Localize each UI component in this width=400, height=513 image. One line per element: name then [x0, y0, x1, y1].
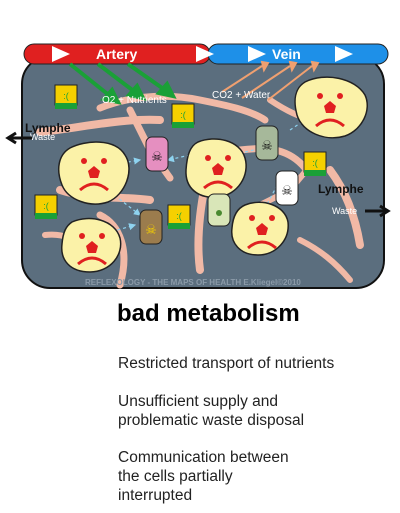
- svg-text::(: :(: [176, 211, 182, 221]
- vein-label: Vein: [272, 46, 301, 62]
- small-cell-icon: :(: [303, 151, 327, 176]
- o2-nutrients-label: O2 + Nutrients: [102, 95, 167, 106]
- svg-text:☠: ☠: [151, 149, 163, 164]
- flow-arrow-icon: [196, 46, 214, 62]
- lymphe-right-label: Lymphe: [318, 182, 364, 196]
- copyright-text: REFLEXOLOGY - THE MAPS OF HEALTH E.Klieg…: [85, 278, 301, 287]
- svg-text::(: :(: [63, 91, 69, 101]
- arrow-left-icon: [5, 131, 32, 145]
- cell: [185, 138, 247, 198]
- cell: [231, 201, 289, 256]
- cell: [57, 141, 130, 205]
- caption-line: Communication between: [118, 449, 289, 466]
- toxin-barrel: ☠: [275, 170, 299, 206]
- waste-right-label: Waste: [332, 206, 357, 216]
- flow-arrow-icon: [335, 46, 353, 62]
- cell: [294, 76, 368, 139]
- lymphe-left-label: Lymphe: [25, 121, 71, 135]
- artery-label: Artery: [96, 46, 137, 62]
- nucleus-icon: [88, 166, 100, 178]
- caption-line: Restricted transport of nutrients: [118, 355, 335, 372]
- nucleus-icon: [212, 163, 224, 175]
- nucleus-icon: [86, 241, 98, 253]
- caption-line: the cells partially: [118, 468, 233, 485]
- nucleus-icon: [256, 223, 268, 235]
- co2-water-label: CO2 + Water: [212, 90, 271, 101]
- svg-text:☠: ☠: [261, 138, 273, 153]
- toxin-barrel: ☠: [145, 136, 169, 172]
- svg-text:☠: ☠: [145, 222, 157, 237]
- page-title: bad metabolism: [117, 300, 300, 327]
- arrow-right-icon: [365, 204, 391, 218]
- caption-line: problematic waste disposal: [118, 412, 305, 429]
- waste-left-label: Waste: [30, 132, 55, 142]
- svg-text::(: :(: [312, 158, 318, 168]
- metabolism-diagram: Artery Vein O2 + Nutrients CO2 + Water L…: [5, 43, 391, 289]
- svg-text::(: :(: [43, 201, 49, 211]
- toxin-barrel: ☠: [255, 125, 279, 161]
- cell: [61, 217, 122, 273]
- caption-line: Unsufficient supply and: [118, 393, 278, 410]
- waste-arrows: [221, 60, 320, 101]
- nucleus-icon: [324, 101, 336, 113]
- caption-line: interrupted: [118, 487, 193, 504]
- toxin-barrel: [207, 193, 231, 227]
- small-cell-icon: :(: [54, 84, 78, 109]
- flow-arrow-icon: [248, 46, 266, 62]
- nutrient-arrows: [68, 62, 177, 105]
- svg-text::(: :(: [180, 110, 186, 120]
- small-cell-icon: :(: [171, 103, 195, 128]
- flow-arrow-icon: [52, 46, 70, 62]
- small-cell-icon: :(: [34, 194, 58, 219]
- small-cell-icon: :(: [167, 204, 191, 229]
- toxin-barrel: ☠: [139, 209, 163, 245]
- svg-text:☠: ☠: [281, 183, 293, 198]
